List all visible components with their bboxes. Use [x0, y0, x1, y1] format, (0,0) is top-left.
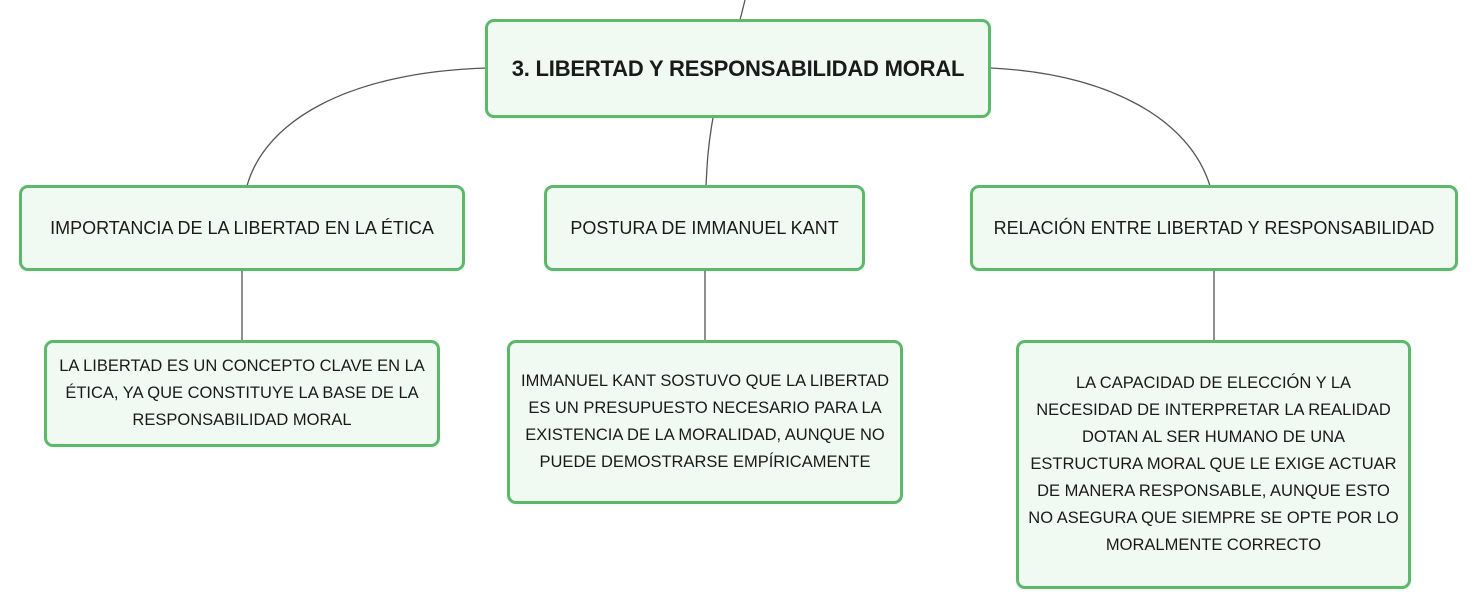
detail-node-text: LA CAPACIDAD DE ELECCIÓN Y LA NECESIDAD …	[1028, 374, 1399, 554]
topic-node-label: POSTURA DE IMMANUEL KANT	[570, 217, 839, 238]
topic-node-relacion[interactable]: RELACIÓN ENTRE LIBERTAD Y RESPONSABILIDA…	[970, 185, 1458, 271]
detail-node-relacion[interactable]: LA CAPACIDAD DE ELECCIÓN Y LA NECESIDAD …	[1016, 340, 1411, 589]
root-node-label: 3. LIBERTAD Y RESPONSABILIDAD MORAL	[511, 55, 965, 81]
detail-node-text: IMMANUEL KANT SOSTUVO QUE LA LIBERTAD ES…	[521, 372, 889, 471]
topic-node-kant[interactable]: POSTURA DE IMMANUEL KANT	[544, 185, 865, 271]
root-node[interactable]: 3. LIBERTAD Y RESPONSABILIDAD MORAL	[485, 19, 991, 118]
detail-node-importancia[interactable]: LA LIBERTAD ES UN CONCEPTO CLAVE EN LA É…	[44, 340, 440, 447]
detail-node-kant[interactable]: IMMANUEL KANT SOSTUVO QUE LA LIBERTAD ES…	[507, 340, 903, 504]
connector-parent	[739, 0, 746, 21]
detail-node-text: LA LIBERTAD ES UN CONCEPTO CLAVE EN LA É…	[59, 357, 425, 429]
connector-root-to-topic-1	[246, 67, 488, 187]
topic-node-importancia[interactable]: IMPORTANCIA DE LA LIBERTAD EN LA ÉTICA	[19, 185, 465, 271]
connector-root-to-topic-2	[705, 117, 714, 187]
topic-node-label: IMPORTANCIA DE LA LIBERTAD EN LA ÉTICA	[50, 217, 434, 238]
connector-root-to-topic-3	[990, 67, 1211, 187]
topic-node-label: RELACIÓN ENTRE LIBERTAD Y RESPONSABILIDA…	[993, 217, 1435, 238]
